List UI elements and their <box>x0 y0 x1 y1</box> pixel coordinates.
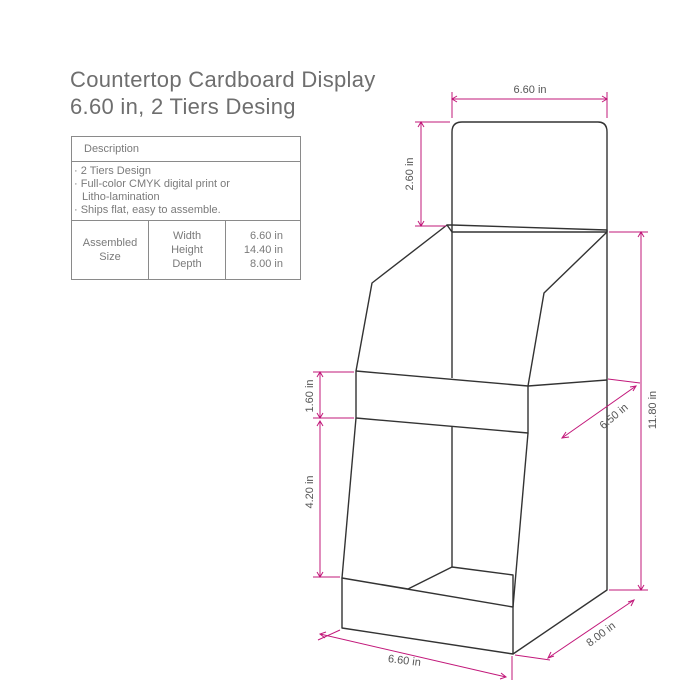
dim-tier-depth-line <box>561 385 637 439</box>
size-row: Assembled Size Width Height Depth 6.60 i… <box>72 221 300 279</box>
bullet-1: · 2 Tiers Design <box>74 165 152 177</box>
bullet-2: · Full-color CMYK digital print or <box>74 178 230 190</box>
spec-header: Description <box>72 137 300 162</box>
label-lip-height: 1.60 in <box>304 379 316 412</box>
back-top-edge <box>446 224 608 233</box>
dim-value-width: 6.60 in <box>249 230 283 242</box>
label-top-width: 6.60 in <box>513 84 546 96</box>
dim-base-width-line <box>319 633 507 678</box>
dim-tier-depth-ext <box>607 378 641 384</box>
dim-tier-depth-arrows <box>560 385 637 439</box>
dim-name-width: Width <box>172 230 202 242</box>
dim-top-width-arrows <box>451 95 608 103</box>
bullet-4: · Ships flat, easy to assemble. <box>74 204 221 216</box>
left-side-lower <box>341 417 357 579</box>
lower-shelf <box>341 566 514 608</box>
front-lip <box>355 370 529 434</box>
dim-name-height: Height <box>171 244 203 256</box>
dim-base-width-arrows <box>318 631 508 680</box>
dim-values: 6.60 in 14.40 in 8.00 in <box>226 221 300 279</box>
label-total-height: 11.80 in <box>647 391 659 429</box>
right-side-top <box>527 231 608 387</box>
right-side-mid <box>527 379 608 387</box>
title-line-2: 6.60 in, 2 Tiers Desing <box>70 94 296 119</box>
dim-value-height: 14.40 in <box>243 244 283 256</box>
bullet-3: Litho-lamination <box>82 191 160 203</box>
dim-lip-height-arrows <box>316 371 324 419</box>
dim-header-height-arrows <box>417 121 425 227</box>
spec-bullets: · 2 Tiers Design · Full-color CMYK digit… <box>72 162 300 221</box>
label-header-height: 2.60 in <box>404 157 416 190</box>
spec-table: Description · 2 Tiers Design · Full-colo… <box>71 136 301 280</box>
size-label: Assembled Size <box>72 221 149 279</box>
header-panel <box>451 121 608 232</box>
dim-lower-height-arrows <box>316 420 324 578</box>
label-base-depth: 8.00 in <box>584 620 618 649</box>
dim-base-depth-line <box>547 599 635 659</box>
label-tier-depth: 6.50 in <box>598 401 631 431</box>
dimension-lines <box>313 92 648 680</box>
label-lower-height: 4.20 in <box>304 475 316 508</box>
dim-total-height-arrows <box>637 231 645 591</box>
dim-base-depth-ext <box>514 654 551 661</box>
dim-base-depth-arrows <box>547 599 635 659</box>
display-outline <box>341 121 608 655</box>
base-front <box>341 578 514 655</box>
dim-base-width-ext-left <box>317 629 341 641</box>
label-base-width: 6.60 in <box>387 653 421 669</box>
dim-names: Width Height Depth <box>149 221 226 279</box>
dim-name-depth: Depth <box>172 258 202 270</box>
right-side-lower <box>512 432 529 608</box>
product-title: Countertop Cardboard Display 6.60 in, 2 … <box>70 66 376 120</box>
right-side-panel <box>512 232 608 655</box>
left-side-top <box>355 224 448 372</box>
title-line-1: Countertop Cardboard Display <box>70 67 376 92</box>
dim-value-depth: 8.00 in <box>249 258 283 270</box>
